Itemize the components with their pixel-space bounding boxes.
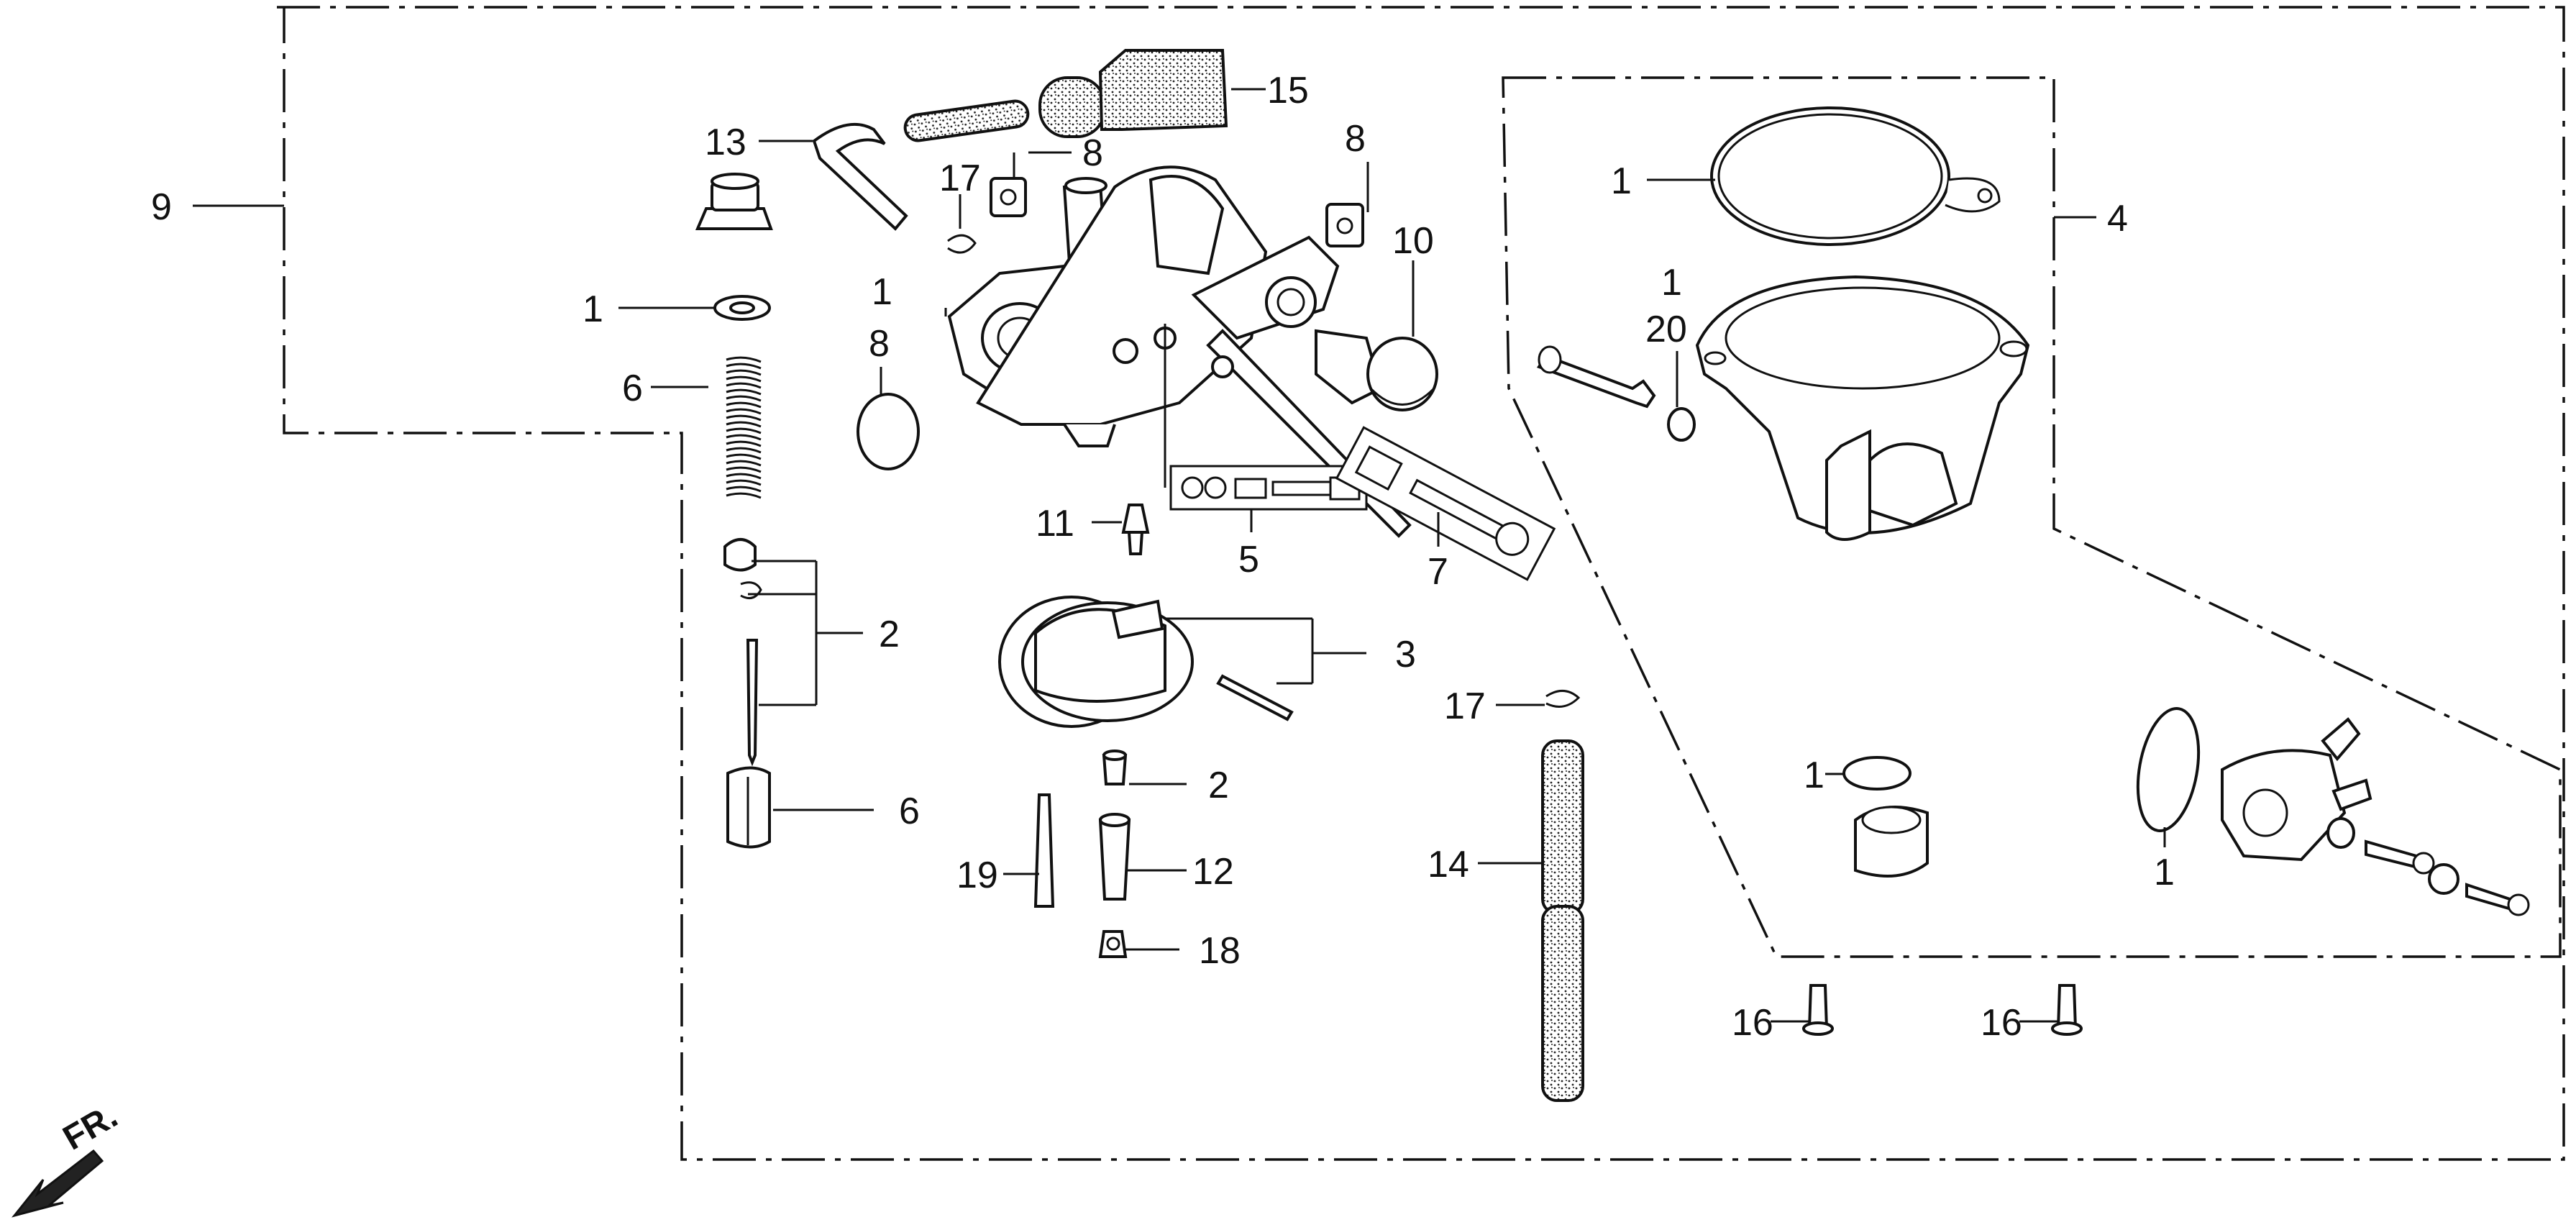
callout-16: 16 bbox=[1981, 1002, 2022, 1044]
air-screw-set bbox=[1335, 426, 1556, 581]
hose-clip bbox=[947, 234, 977, 254]
float-chamber bbox=[1695, 275, 2030, 541]
front-direction-arrow-icon bbox=[11, 1149, 104, 1218]
callout-17: 17 bbox=[1444, 685, 1486, 727]
needle-jet bbox=[1102, 750, 1128, 785]
cap bbox=[1366, 337, 1438, 411]
callout-3: 3 bbox=[1395, 634, 1416, 675]
callout-14: 14 bbox=[1428, 844, 1469, 885]
callout-6: 6 bbox=[899, 791, 920, 832]
callout-10: 10 bbox=[1392, 220, 1434, 262]
float bbox=[998, 596, 1194, 728]
slow-jet bbox=[1098, 813, 1131, 901]
throttle-valve bbox=[726, 766, 771, 849]
callout-17: 17 bbox=[939, 158, 981, 199]
drain-tube bbox=[1541, 739, 1584, 915]
callout-1: 1 bbox=[1661, 262, 1682, 304]
drain-tube bbox=[1541, 905, 1584, 1102]
fuel-valve bbox=[2221, 717, 2372, 862]
leader-lines bbox=[193, 88, 2166, 1023]
pilot-screw-set bbox=[1169, 465, 1368, 511]
front-direction-label: FR. bbox=[57, 1097, 124, 1158]
callout-12: 12 bbox=[1192, 851, 1234, 893]
screw bbox=[2051, 984, 2083, 1036]
callout-2: 2 bbox=[1208, 765, 1229, 806]
top-cap bbox=[695, 173, 773, 230]
callout-4: 4 bbox=[2107, 198, 2128, 240]
needle-jet-holder bbox=[1033, 793, 1055, 908]
washer bbox=[2428, 863, 2459, 895]
callout-13: 13 bbox=[705, 122, 746, 163]
callouts: 9 13 15 8 17 8 10 1 1 8 6 11 5 7 2 3 17 … bbox=[151, 70, 2175, 1044]
drain-plug bbox=[1854, 806, 1929, 878]
callout-8: 8 bbox=[1082, 132, 1103, 174]
assembly-boundary bbox=[277, 6, 2565, 1161]
callout-1: 1 bbox=[2154, 852, 2175, 893]
screw bbox=[1802, 984, 1834, 1036]
washer bbox=[1667, 407, 1696, 442]
float-chamber-boundary bbox=[1502, 76, 2562, 958]
float-chamber-gasket bbox=[1710, 106, 2001, 246]
jet-needle-set bbox=[723, 538, 762, 767]
callout-18: 18 bbox=[1199, 930, 1241, 972]
screw bbox=[2465, 883, 2530, 916]
callout-5: 5 bbox=[1238, 539, 1259, 580]
spring-coils bbox=[726, 356, 762, 499]
callout-7: 7 bbox=[1428, 551, 1448, 593]
plate-nut bbox=[990, 177, 1027, 217]
callout-2: 2 bbox=[879, 614, 900, 655]
callout-1: 1 bbox=[1804, 755, 1824, 796]
drain-screw bbox=[1098, 930, 1128, 958]
callout-19: 19 bbox=[956, 855, 998, 896]
washer bbox=[713, 295, 771, 321]
o-ring bbox=[1842, 756, 1912, 791]
main-jet bbox=[1121, 504, 1150, 555]
callout-9: 9 bbox=[151, 186, 172, 228]
callout-20: 20 bbox=[1645, 309, 1687, 350]
hose-clip bbox=[1545, 690, 1581, 708]
callout-1: 1 bbox=[1611, 160, 1632, 202]
washer bbox=[2326, 817, 2355, 849]
callout-15: 15 bbox=[1267, 70, 1309, 111]
callout-1: 1 bbox=[583, 288, 603, 330]
vent-tube bbox=[812, 99, 1030, 231]
throttle-spring bbox=[726, 356, 762, 499]
o-ring bbox=[857, 393, 920, 470]
breather-tube bbox=[1038, 49, 1228, 138]
callout-16: 16 bbox=[1732, 1002, 1773, 1044]
callout-8: 8 bbox=[869, 323, 890, 365]
callout-11: 11 bbox=[1036, 503, 1074, 545]
gasket bbox=[2136, 707, 2201, 832]
air-screw bbox=[1536, 345, 1656, 409]
screw bbox=[2365, 839, 2435, 875]
callout-1: 1 bbox=[872, 271, 892, 313]
carburetor-body bbox=[947, 165, 1412, 538]
plate-nut bbox=[1325, 203, 1364, 247]
float-pin bbox=[1216, 674, 1294, 721]
callout-6: 6 bbox=[622, 368, 643, 409]
callout-8: 8 bbox=[1345, 118, 1366, 160]
